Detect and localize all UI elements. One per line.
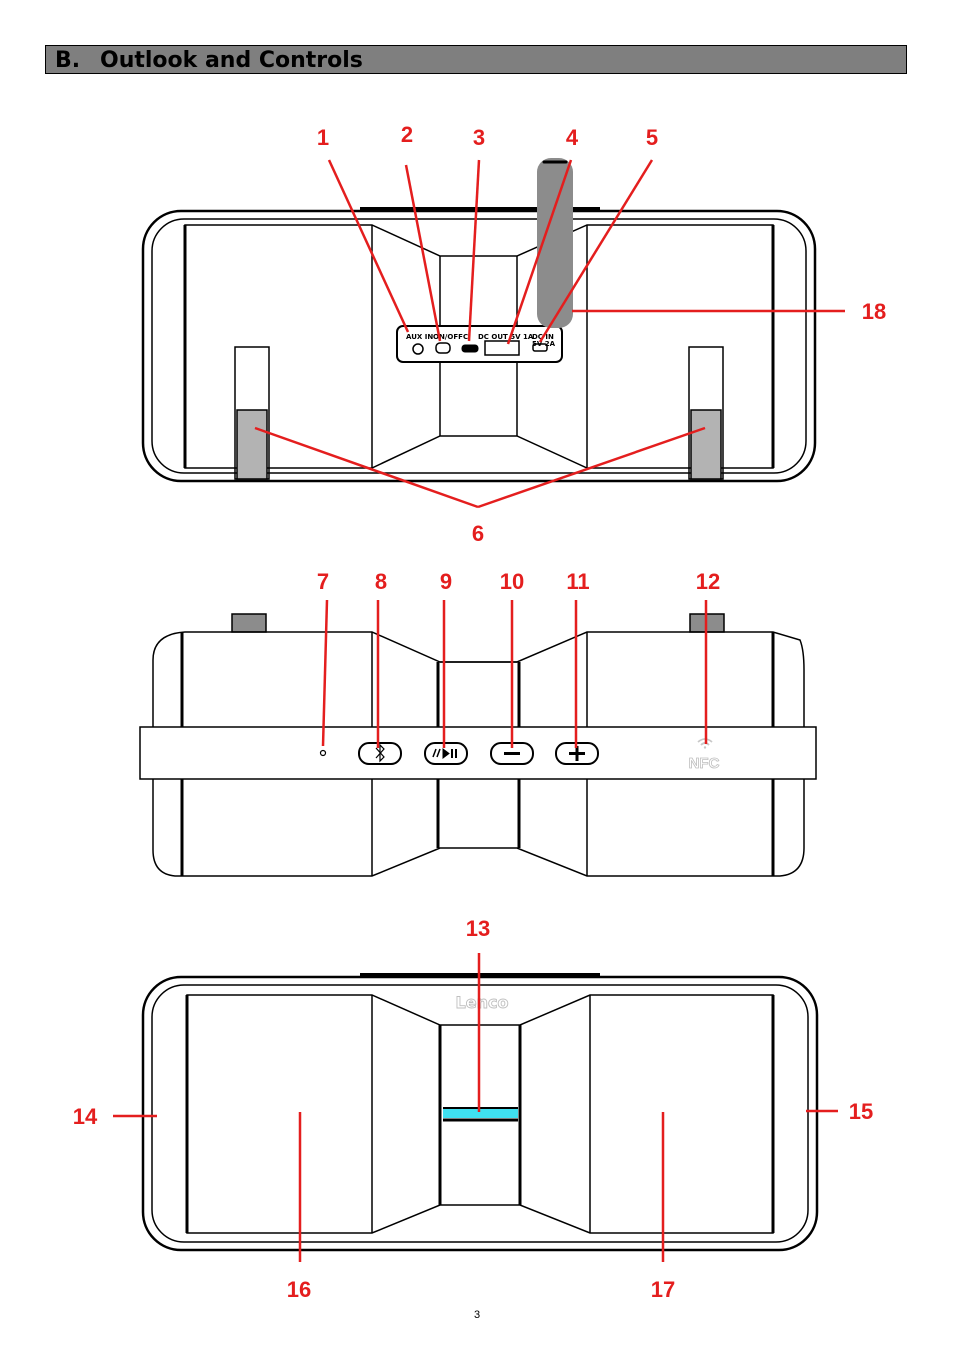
callout-lines <box>113 159 845 1262</box>
callout-7: 7 <box>317 569 329 594</box>
callout-6: 6 <box>472 521 484 546</box>
usb-c-port <box>461 344 479 353</box>
callout-4: 4 <box>566 125 579 150</box>
top-housing <box>152 631 805 877</box>
callout-13: 13 <box>466 916 490 941</box>
callout-5: 5 <box>646 125 658 150</box>
callout-18: 18 <box>862 299 886 324</box>
callout-11: 11 <box>566 569 589 594</box>
on-off-switch <box>435 342 451 354</box>
callout-14: 14 <box>73 1104 98 1129</box>
aux-in-port <box>412 343 424 355</box>
callout-3: 3 <box>473 125 485 150</box>
dc-in-port <box>532 343 548 352</box>
callout-15: 15 <box>849 1099 873 1124</box>
light-strip <box>443 1108 518 1118</box>
control-band <box>139 726 817 780</box>
brand-logo: Lenco <box>456 993 509 1012</box>
back-inner-housing <box>151 218 807 474</box>
port-label-dcin-spec: 5V 2A <box>532 340 556 348</box>
nfc-label: NFC <box>689 755 720 772</box>
port-label-onoff: ON/OFF <box>433 333 463 341</box>
callout-10: 10 <box>500 569 524 594</box>
callout-9: 9 <box>440 569 452 594</box>
led-indicator <box>319 749 327 757</box>
section-header: B. Outlook and Controls <box>45 45 907 74</box>
callout-1: 1 <box>317 125 329 150</box>
callout-8: 8 <box>375 569 387 594</box>
strap <box>537 158 573 328</box>
callout-16: 16 <box>287 1277 311 1302</box>
section-number: B. <box>55 48 81 73</box>
callout-numbers: 1 2 3 4 5 6 7 8 9 10 11 12 13 14 15 16 1… <box>73 122 886 1302</box>
back-view <box>141 158 817 483</box>
port-label-dcout: DC OUT 5V 1A <box>478 333 534 341</box>
port-label-c: C <box>463 333 468 341</box>
mode-play-pause-button[interactable] <box>424 742 468 765</box>
port-label-aux: AUX IN <box>406 333 433 341</box>
callout-12: 12 <box>696 569 720 594</box>
section-title: Outlook and Controls <box>100 48 363 73</box>
callout-17: 17 <box>651 1277 675 1302</box>
bluetooth-button[interactable] <box>358 742 402 765</box>
page-number: 3 <box>473 1309 481 1321</box>
callout-2: 2 <box>401 122 413 147</box>
dc-out-port <box>484 340 520 356</box>
top-view <box>139 613 817 877</box>
